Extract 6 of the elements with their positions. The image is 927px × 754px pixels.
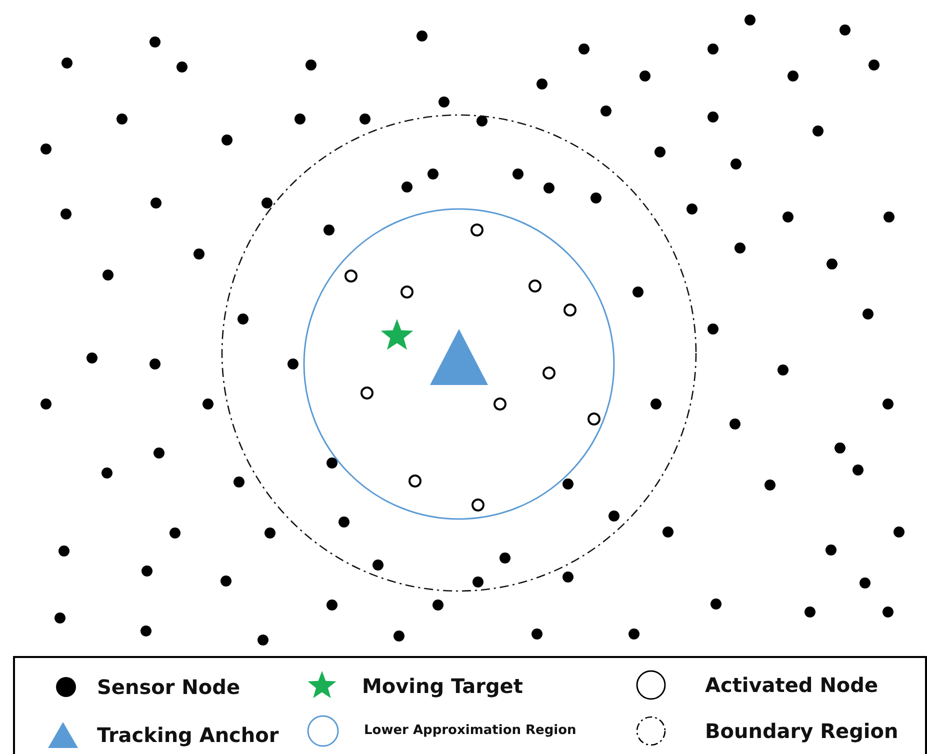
legend-label: Lower Approximation Region xyxy=(364,722,576,740)
legend-label: Tracking Anchor xyxy=(97,723,279,747)
legend-label: Sensor Node xyxy=(97,675,240,699)
legend-label: Moving Target xyxy=(362,674,523,698)
legend-label: Boundary Region xyxy=(705,719,898,743)
legend-label: Activated Node xyxy=(705,673,878,697)
